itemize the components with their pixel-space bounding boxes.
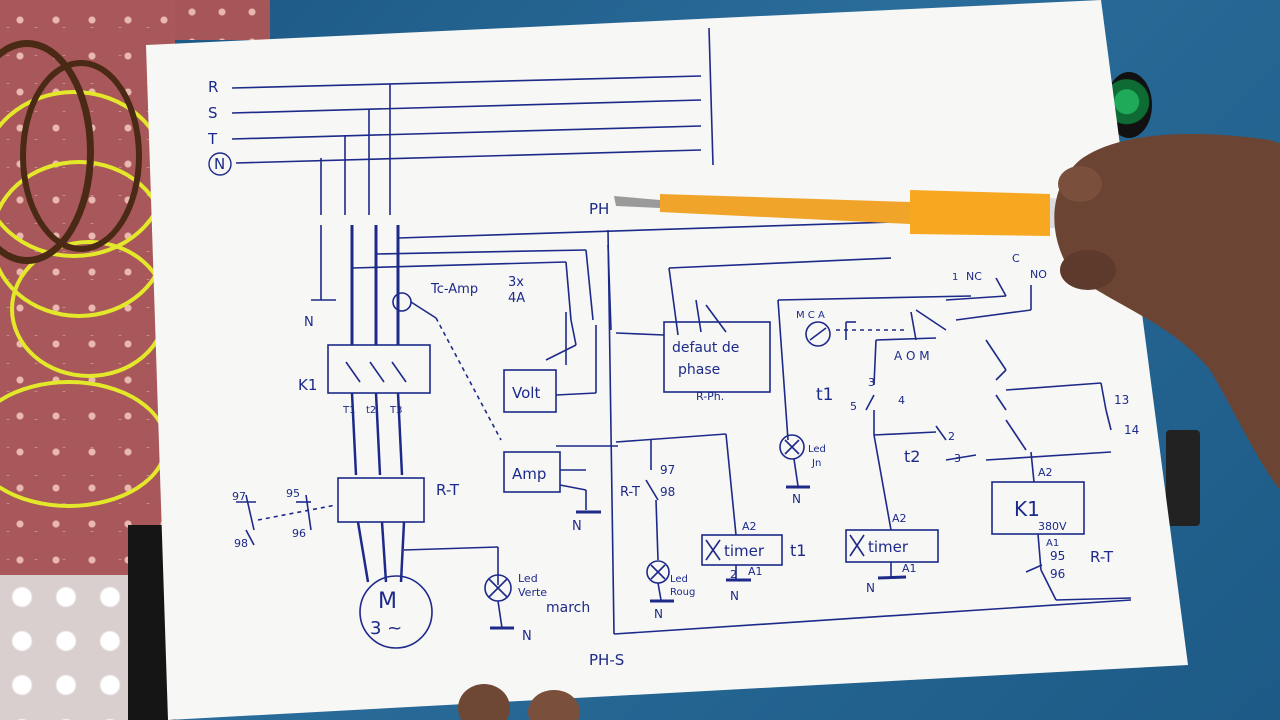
neutral-6: N <box>792 492 801 506</box>
label-380v: 380V <box>1038 520 1067 533</box>
label-96b: 96 <box>1050 567 1065 581</box>
label-mca: M C A <box>796 310 825 321</box>
label-volt: Volt <box>512 384 540 402</box>
label-amp: Amp <box>512 465 546 483</box>
label-rt-main: R-T <box>436 481 460 499</box>
led-verte-2: Verte <box>518 586 547 599</box>
label-96: 96 <box>292 527 306 540</box>
label-timer2: timer <box>868 538 909 556</box>
bus-label-t: T <box>207 130 218 148</box>
label-rt-2: R-T <box>620 485 640 500</box>
neutral-4: N <box>654 607 663 621</box>
label-a1c: A1 <box>1046 538 1059 549</box>
label-13: 13 <box>1114 393 1129 407</box>
label-ph: PH <box>589 200 609 218</box>
label-nc: NC <box>966 270 982 283</box>
label-98b: 98 <box>660 485 675 499</box>
label-n3: 3 <box>868 376 875 389</box>
label-a2c: A2 <box>1038 466 1053 479</box>
led-rouge-1: Led <box>670 574 688 585</box>
label-march: march <box>546 600 590 616</box>
label-phase: phase <box>678 362 720 378</box>
label-4a: 4A <box>508 291 525 306</box>
brown-cable <box>20 60 142 252</box>
label-no: NO <box>1030 268 1047 281</box>
led-jn-2: Jn <box>811 458 821 469</box>
neutral-1: N <box>304 315 314 330</box>
led-rouge-2: Roug <box>670 587 695 598</box>
label-a2b: A2 <box>892 512 907 525</box>
label-c: C <box>1012 252 1020 265</box>
hand <box>1040 120 1280 510</box>
label-n5: 5 <box>850 400 857 413</box>
bus-label-s: S <box>208 104 218 122</box>
label-k1-coil: K1 <box>1014 497 1040 521</box>
label-n2: 2 <box>948 430 955 443</box>
neutral-5: N <box>730 589 739 603</box>
bus-label-r: R <box>208 78 218 96</box>
label-97b: 97 <box>660 463 675 477</box>
neutral-2: N <box>522 629 532 644</box>
label-n3b: 3 <box>954 452 961 465</box>
wiring-diagram: R S T N PH PH-S Tc-Amp 3x 4A K1 T1 t2 T3… <box>146 0 1188 720</box>
label-rt-3: R-T <box>1090 548 1114 566</box>
black-device <box>1166 430 1200 526</box>
label-one: 1 <box>952 272 958 283</box>
label-tc-amp: Tc-Amp <box>430 282 478 297</box>
motor-m: M <box>378 589 397 614</box>
label-t3-term: T3 <box>389 405 402 416</box>
motor-3phase: 3 ~ <box>370 618 402 639</box>
label-98: 98 <box>234 537 248 550</box>
bus-label-n: N <box>214 155 225 173</box>
label-3x: 3x <box>508 275 524 290</box>
lace-doily <box>0 575 140 720</box>
label-n4: 4 <box>898 394 905 407</box>
neutral-7: N <box>866 581 875 595</box>
label-k1-main: K1 <box>298 376 317 394</box>
ink-lines <box>231 27 1132 649</box>
paper-sheet <box>146 0 1188 720</box>
label-two: 2 <box>730 568 737 581</box>
led-jn-1: Led <box>808 444 826 455</box>
label-t2-term: t2 <box>366 405 376 416</box>
wiring-diagram-paper: R S T N PH PH-S Tc-Amp 3x 4A K1 T1 t2 T3… <box>146 0 1206 720</box>
label-timer1: timer <box>724 542 765 560</box>
label-a1b: A1 <box>902 562 917 575</box>
diagram-labels: R S T N PH PH-S Tc-Amp 3x 4A K1 T1 t2 T3… <box>207 78 1139 669</box>
label-14: 14 <box>1124 423 1139 437</box>
screwdriver <box>610 180 1110 250</box>
label-t1-contact: t1 <box>816 385 833 405</box>
neutral-3: N <box>572 519 582 534</box>
label-t1-term: T1 <box>342 405 355 416</box>
label-a2: A2 <box>742 520 757 533</box>
label-defaut: defaut de <box>672 340 739 356</box>
label-aom: A O M <box>894 349 930 363</box>
label-97: 97 <box>232 490 246 503</box>
label-t1: t1 <box>790 541 806 560</box>
label-r-ph: R-Ph. <box>696 390 724 403</box>
label-t2-contact: t2 <box>904 447 920 466</box>
label-95b: 95 <box>1050 549 1065 563</box>
fingers <box>450 668 600 720</box>
label-phs: PH-S <box>589 651 624 669</box>
label-a1: A1 <box>748 565 763 578</box>
led-verte-1: Led <box>518 572 538 585</box>
label-95: 95 <box>286 487 300 500</box>
